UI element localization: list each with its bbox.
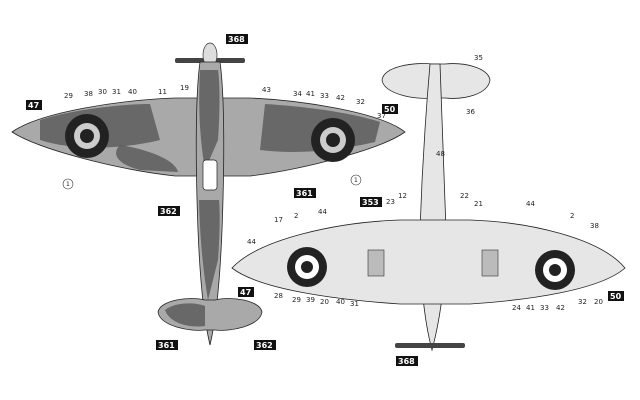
black-tag-text: 362 xyxy=(160,207,177,216)
top-callout-label: 42 xyxy=(336,94,345,102)
underside-callout-label: 38 xyxy=(590,222,599,230)
underside-callout-label: 20 xyxy=(594,298,603,306)
propeller-blade-bottom xyxy=(395,343,465,348)
underside-callout-label: 22 xyxy=(460,192,469,200)
top-callout-label: 37 xyxy=(377,112,386,120)
callout-labels: 2938303140111943344133423237113536443844… xyxy=(62,54,603,312)
camo-patch xyxy=(199,70,220,170)
underside-fuselage xyxy=(419,63,447,352)
circled-callout-text: 1 xyxy=(66,181,70,188)
underside-callout-label: 23 xyxy=(386,198,395,206)
top-callout-label: 43 xyxy=(262,86,271,94)
circled-callout-text: 1 xyxy=(354,177,358,184)
top-callout-label: 40 xyxy=(128,88,137,96)
underside-callout-label: 2 xyxy=(570,212,574,220)
top-callout-label: 30 xyxy=(98,88,107,96)
underside-callout-label: 20 xyxy=(320,298,329,306)
black-tag-text: 353 xyxy=(362,198,379,207)
top-callout-label: 41 xyxy=(306,90,315,98)
black-tag: 361 xyxy=(156,340,178,350)
underside-callout-label: 48 xyxy=(436,150,445,158)
underside-callout-label: 40 xyxy=(336,298,345,306)
black-tag: 50 xyxy=(382,104,398,114)
black-tag: 361 xyxy=(294,188,316,198)
black-tag-text: 47 xyxy=(240,288,251,297)
canopy xyxy=(202,159,218,191)
underside-callout-label: 12 xyxy=(398,192,407,200)
underside-wing xyxy=(231,219,626,305)
underside-callout-label: 17 xyxy=(274,216,283,224)
underside-roundel-left xyxy=(287,247,327,287)
underside-callout-label: 42 xyxy=(556,304,565,312)
underside-callout-label: 24 xyxy=(512,304,521,312)
underside-callout-label: 35 xyxy=(474,54,483,62)
underside-callout-label: 44 xyxy=(526,200,535,208)
underside-callout-label: 36 xyxy=(466,108,475,116)
radiator xyxy=(367,249,385,277)
top-callout-label: 34 xyxy=(293,90,302,98)
top-callout-label: 29 xyxy=(64,92,73,100)
underside-callout-label: 21 xyxy=(474,200,483,208)
underside-roundel-right xyxy=(535,250,575,290)
black-tag-text: 368 xyxy=(398,357,415,366)
black-tag-text: 50 xyxy=(384,105,396,114)
top-callout-label: 31 xyxy=(112,88,121,96)
underside-callout-label: 33 xyxy=(540,304,549,312)
black-tag: 368 xyxy=(226,34,248,44)
circled-callout: 1 xyxy=(62,178,74,190)
radiator xyxy=(481,249,499,277)
underside-callout-label: 44 xyxy=(247,238,256,246)
black-tag: 47 xyxy=(238,287,254,297)
top-callout-label: 32 xyxy=(356,98,365,106)
black-tag: 362 xyxy=(158,206,180,216)
top-callout-label: 11 xyxy=(158,88,167,96)
underside-callout-label: 44 xyxy=(318,208,327,216)
black-tag-text: 362 xyxy=(256,341,273,350)
underside-callout-label: 41 xyxy=(526,304,535,312)
black-tag: 50 xyxy=(608,291,624,301)
top-callout-label: 33 xyxy=(320,92,329,100)
underside-callout-label: 31 xyxy=(350,300,359,308)
top-callout-label: 19 xyxy=(180,84,189,92)
underside-callout-label: 2 xyxy=(294,212,298,220)
roundel-right xyxy=(311,118,355,162)
top-callout-label: 38 xyxy=(84,90,93,98)
underside-callout-label: 29 xyxy=(292,296,301,304)
black-tag-text: 50 xyxy=(610,292,622,301)
underside-callout-label: 28 xyxy=(274,292,283,300)
camo-patch xyxy=(199,200,220,300)
roundel-left xyxy=(65,114,109,158)
black-tag-text: 368 xyxy=(228,35,245,44)
black-tag: 353 xyxy=(360,197,382,207)
black-tag: 362 xyxy=(254,340,276,350)
black-tag-text: 361 xyxy=(158,341,175,350)
underside-callout-label: 39 xyxy=(306,296,315,304)
black-tag: 368 xyxy=(396,356,418,366)
underside-callout-label: 32 xyxy=(578,298,587,306)
black-tag: 47 xyxy=(26,100,42,110)
black-tag-text: 47 xyxy=(28,101,39,110)
circled-callout: 1 xyxy=(350,174,362,186)
camo-patch xyxy=(165,303,205,327)
top-view-aircraft xyxy=(11,42,406,346)
black-tag-text: 361 xyxy=(296,189,313,198)
underside-aircraft xyxy=(231,63,626,352)
camo-patch xyxy=(116,145,178,172)
